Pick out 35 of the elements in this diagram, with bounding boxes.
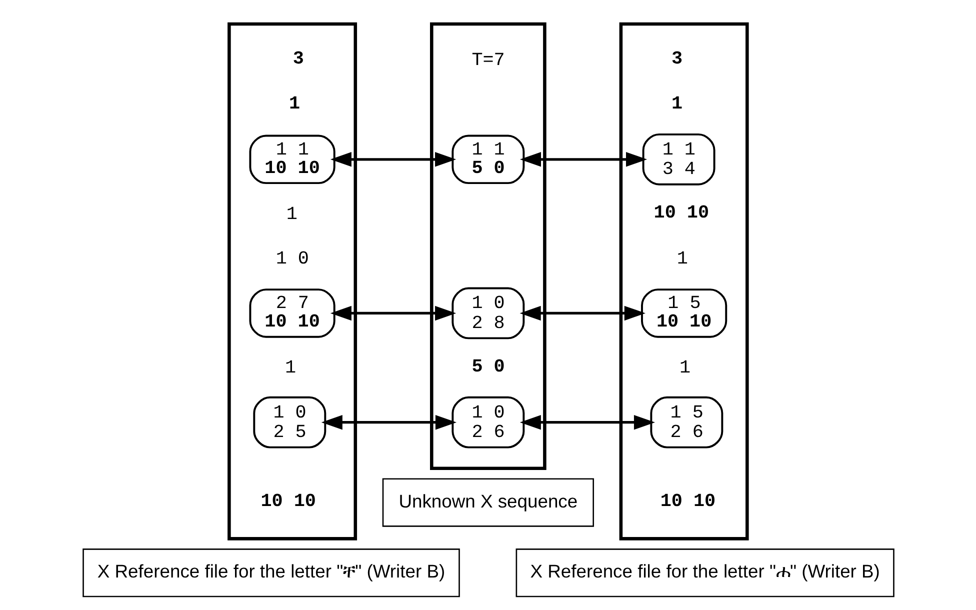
node-box: X Reference file for the letter "ቸ" (Writer B) xyxy=(82,548,460,598)
arrow xyxy=(320,414,456,430)
cluster xyxy=(618,22,748,540)
arrow xyxy=(519,152,647,167)
node-box: 1 1 3 4 xyxy=(642,133,715,186)
node-text: 1 xyxy=(286,204,297,225)
node-text: 10 10 xyxy=(660,491,716,512)
node-text: T=7 xyxy=(471,50,504,72)
node-box: 2 7 10 10 xyxy=(248,288,335,338)
node-box: 1 0 2 8 xyxy=(451,287,524,340)
node-box: 1 5 10 10 xyxy=(640,288,727,338)
node-box: 1 0 2 6 xyxy=(451,396,524,448)
node-text: 1 xyxy=(671,93,682,114)
arrow xyxy=(519,414,655,430)
node-box: 1 5 2 6 xyxy=(650,396,723,448)
arrow xyxy=(519,306,645,321)
node-box: 1 0 2 5 xyxy=(252,396,326,448)
node-text: 1 xyxy=(288,93,300,114)
node-text: 10 10 xyxy=(653,202,709,224)
node-text: 5 0 xyxy=(471,356,504,378)
node-box: 1 1 5 0 xyxy=(451,134,524,184)
node-text: 3 xyxy=(671,48,682,70)
node-text: 10 10 xyxy=(260,491,316,512)
node-box: X Reference file for the letter "ሐ" (Writer B) xyxy=(515,548,894,598)
node-box: 1 1 10 10 xyxy=(248,134,335,184)
arrow xyxy=(330,152,456,167)
node-text: 1 0 xyxy=(275,248,308,270)
arrow xyxy=(330,306,456,321)
cluster xyxy=(227,22,357,540)
cluster xyxy=(430,22,546,470)
node-text: 3 xyxy=(292,48,304,70)
node-text: 1 xyxy=(284,358,296,379)
node-box: Unknown X sequence xyxy=(382,478,594,527)
node-text: 1 xyxy=(676,248,688,270)
node-text: 1 xyxy=(678,358,690,379)
